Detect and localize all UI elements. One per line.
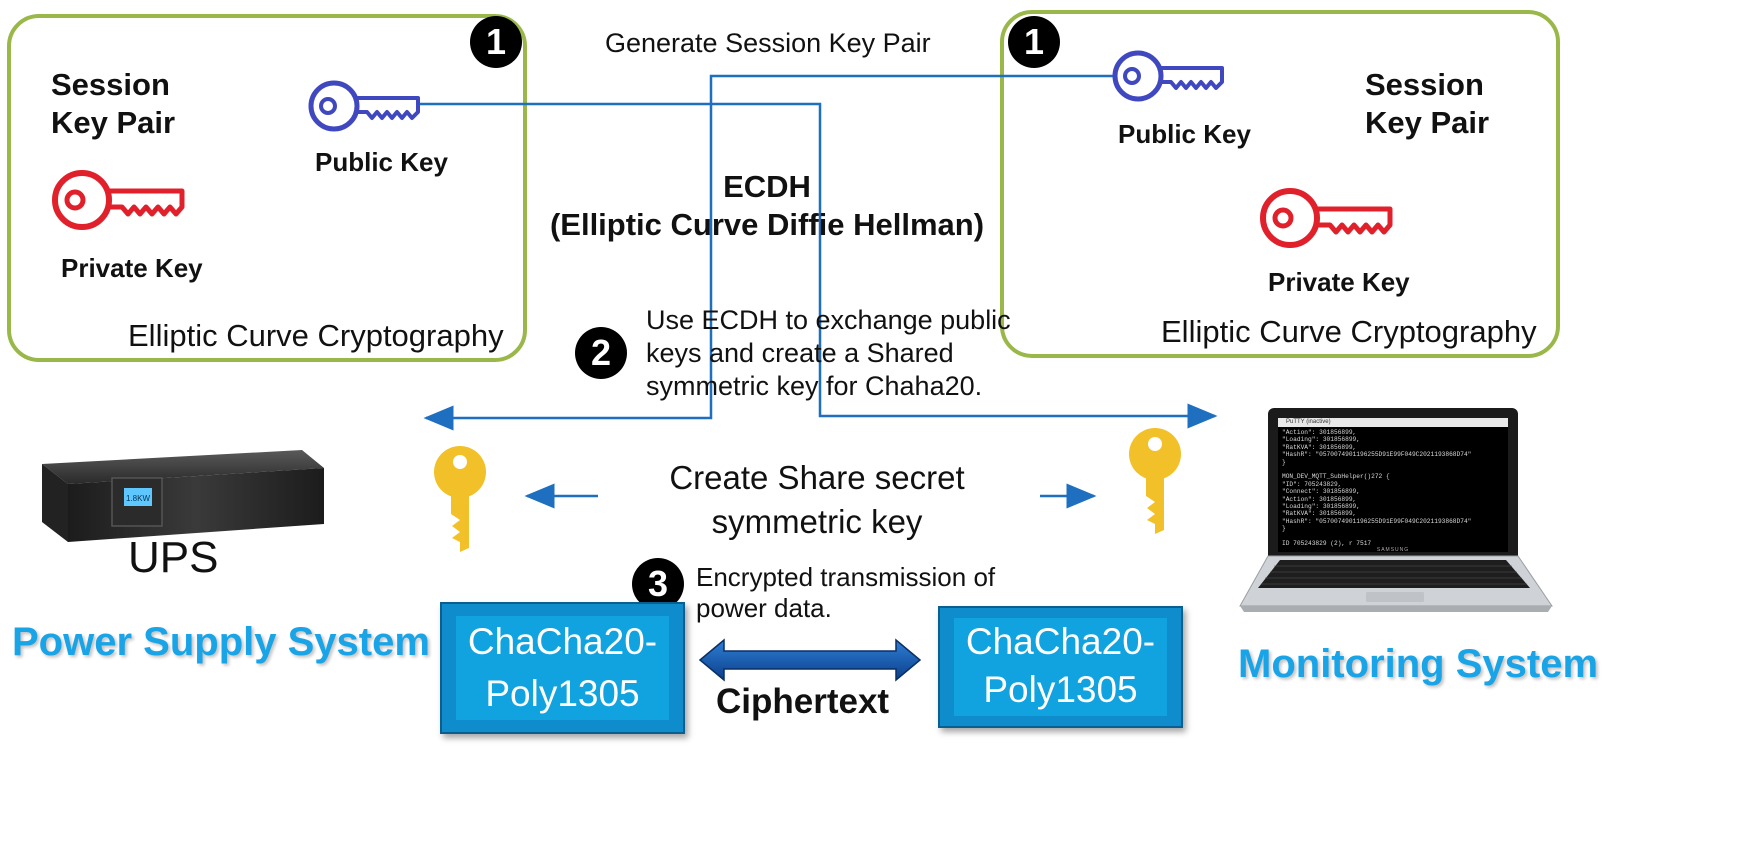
ciphertext-label: Ciphertext xyxy=(716,682,890,721)
left-ecc-panel: Session Key Pair Public Key Private Key … xyxy=(7,14,527,362)
ups-label: UPS xyxy=(128,533,219,582)
left-session-title-line2: Key Pair xyxy=(51,105,176,140)
ups-device-image: 1.8KW xyxy=(42,450,324,542)
step3-line1: Encrypted transmission of xyxy=(696,562,996,592)
terminal-line: "Loading": 301856899, xyxy=(1282,436,1360,444)
terminal-line: "Action": 301856899, xyxy=(1282,495,1357,503)
left-shared-key-icon xyxy=(434,446,486,552)
right-session-key-pair-title: Session Key Pair xyxy=(1365,66,1489,142)
left-public-key-icon xyxy=(308,80,420,132)
shared-secret-line1: Create Share secret xyxy=(669,459,965,496)
terminal-line: } xyxy=(1282,458,1286,466)
step1-badge-left: 1 xyxy=(470,16,522,68)
right-public-key-icon xyxy=(1112,50,1224,102)
right-session-title-line1: Session xyxy=(1365,67,1484,102)
left-cipher-line2: Poly1305 xyxy=(485,673,640,714)
right-cipher-line1: ChaCha20- xyxy=(965,621,1156,662)
terminal-line: "RatKVA": 301856899, xyxy=(1282,443,1357,451)
right-public-key-label: Public Key xyxy=(1118,119,1251,149)
public-key-exchange-line-b xyxy=(423,74,1115,431)
right-cipher-box-inner: ChaCha20- Poly1305 xyxy=(954,618,1167,716)
ciphertext-double-arrow xyxy=(698,638,922,682)
terminal-line: } xyxy=(1282,525,1286,533)
monitoring-system-label: Monitoring System xyxy=(1238,642,1599,686)
left-session-key-pair-title: Session Key Pair xyxy=(51,66,175,142)
public-key-exchange-line-a xyxy=(420,102,1218,429)
step1-badge-right: 1 xyxy=(1008,16,1060,68)
step2-badge: 2 xyxy=(575,327,627,379)
right-shared-key-icon xyxy=(1129,428,1181,534)
ecdh-title-line1: ECDH xyxy=(723,169,811,204)
terminal-line xyxy=(1282,466,1504,473)
right-private-key-label: Private Key xyxy=(1268,267,1410,297)
right-ecc-panel: Session Key Pair Public Key Private Key … xyxy=(1000,10,1560,358)
step3-badge: 3 xyxy=(632,558,684,610)
step3-line2: power data. xyxy=(696,593,832,623)
step2-line3: symmetric key for Chaha20. xyxy=(646,371,983,401)
ecdh-title: ECDH (Elliptic Curve Diffie Hellman) xyxy=(540,168,994,244)
shared-secret-line2: symmetric key xyxy=(711,503,923,540)
terminal-window: PuTTY (inactive) "Action": 301856899,"Lo… xyxy=(1278,418,1508,552)
right-cipher-box: ChaCha20- Poly1305 xyxy=(938,606,1183,728)
left-private-key-label: Private Key xyxy=(61,253,203,283)
right-ecc-label: Elliptic Curve Cryptography xyxy=(1161,314,1537,349)
left-ecc-label: Elliptic Curve Cryptography xyxy=(128,318,504,353)
left-cipher-box: ChaCha20- Poly1305 xyxy=(440,602,685,734)
terminal-line: "Connect": 301856899, xyxy=(1282,488,1360,496)
power-supply-system-label: Power Supply System xyxy=(12,620,430,664)
generate-session-key-pair-label: Generate Session Key Pair xyxy=(605,28,931,58)
left-cipher-line1: ChaCha20- xyxy=(467,621,658,662)
terminal-line: "Action": 301856899, xyxy=(1282,429,1357,436)
terminal-line: "HashR": "0570074901196255D91E99F049C202… xyxy=(1282,451,1472,459)
laptop-keyboard-base xyxy=(1239,555,1553,612)
terminal-output: "Action": 301856899,"Loading": 301856899… xyxy=(1278,427,1508,550)
laptop-image: PuTTY (inactive) "Action": 301856899,"Lo… xyxy=(1239,408,1553,614)
terminal-line: "ID": 705243829, xyxy=(1282,480,1342,488)
right-private-key-icon xyxy=(1260,188,1393,248)
left-cipher-box-inner: ChaCha20- Poly1305 xyxy=(456,616,669,720)
terminal-line: "Loading": 301856899, xyxy=(1282,503,1360,511)
right-session-title-line2: Key Pair xyxy=(1365,105,1490,140)
terminal-line: MON_DEV_MQTT_SubHelper()272 { xyxy=(1282,473,1390,481)
step3-description: Encrypted transmission of power data. xyxy=(696,562,995,624)
left-private-key-icon xyxy=(52,170,185,230)
ecdh-title-line2: (Elliptic Curve Diffie Hellman) xyxy=(549,207,985,242)
terminal-line xyxy=(1282,533,1504,540)
terminal-line: ID 705243829 (2), r 7517 xyxy=(1282,540,1372,548)
shared-secret-label: Create Share secret symmetric key xyxy=(640,456,994,544)
step2-line2: keys and create a Shared xyxy=(646,338,954,368)
step2-description: Use ECDH to exchange public keys and cre… xyxy=(646,304,1011,403)
terminal-line: "RatKVA": 301856899, xyxy=(1282,510,1357,518)
step2-line1: Use ECDH to exchange public xyxy=(646,305,1011,335)
left-public-key-label: Public Key xyxy=(315,147,448,177)
right-cipher-line2: Poly1305 xyxy=(983,669,1138,710)
ups-display-readout: 1.8KW xyxy=(126,494,150,503)
terminal-line: "HashR": "0570074901196255D91E99F049C202… xyxy=(1282,517,1472,525)
laptop-screen-bezel: PuTTY (inactive) "Action": 301856899,"Lo… xyxy=(1268,408,1518,556)
left-session-title-line1: Session xyxy=(51,67,170,102)
terminal-titlebar: PuTTY (inactive) xyxy=(1278,418,1508,427)
laptop-brand: SAMSUNG xyxy=(1376,547,1410,553)
